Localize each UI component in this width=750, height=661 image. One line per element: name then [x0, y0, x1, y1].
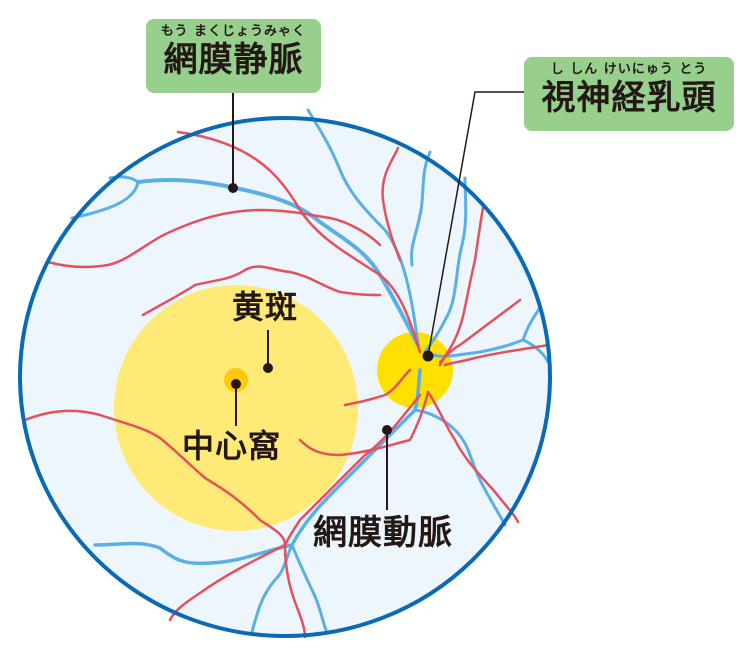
- optic-disc: [377, 332, 453, 408]
- label-macula: 黄斑: [232, 288, 299, 326]
- label-retinal-vein: もう まくじょうみゃく 網膜静脈: [146, 19, 321, 93]
- text-retinal-vein: 網膜静脈: [163, 40, 304, 80]
- label-optic-disc: し しん けいにゅう とう 視神経乳頭: [524, 57, 734, 131]
- leader-dot-retinal-vein: [228, 183, 238, 193]
- ruby-retinal-vein: もう まくじょうみゃく: [160, 24, 307, 39]
- retinal-veins: [70, 108, 550, 634]
- leader-dot-macula: [263, 363, 273, 373]
- ruby-optic-disc: し しん けいにゅう とう: [550, 62, 708, 77]
- leader-lines: [228, 91, 525, 510]
- leader-dot-retinal-artery: [382, 425, 392, 435]
- retinal-arteries: [23, 130, 550, 639]
- text-optic-disc: 視神経乳頭: [541, 78, 717, 118]
- leader-optic-disc: [427, 91, 525, 357]
- retina-border: [18, 116, 552, 638]
- leader-dot-fovea: [231, 379, 241, 389]
- label-fovea: 中心窩: [182, 427, 282, 465]
- leader-dot-optic-disc: [422, 350, 434, 362]
- label-retinal-artery: 網膜動脈: [313, 513, 453, 553]
